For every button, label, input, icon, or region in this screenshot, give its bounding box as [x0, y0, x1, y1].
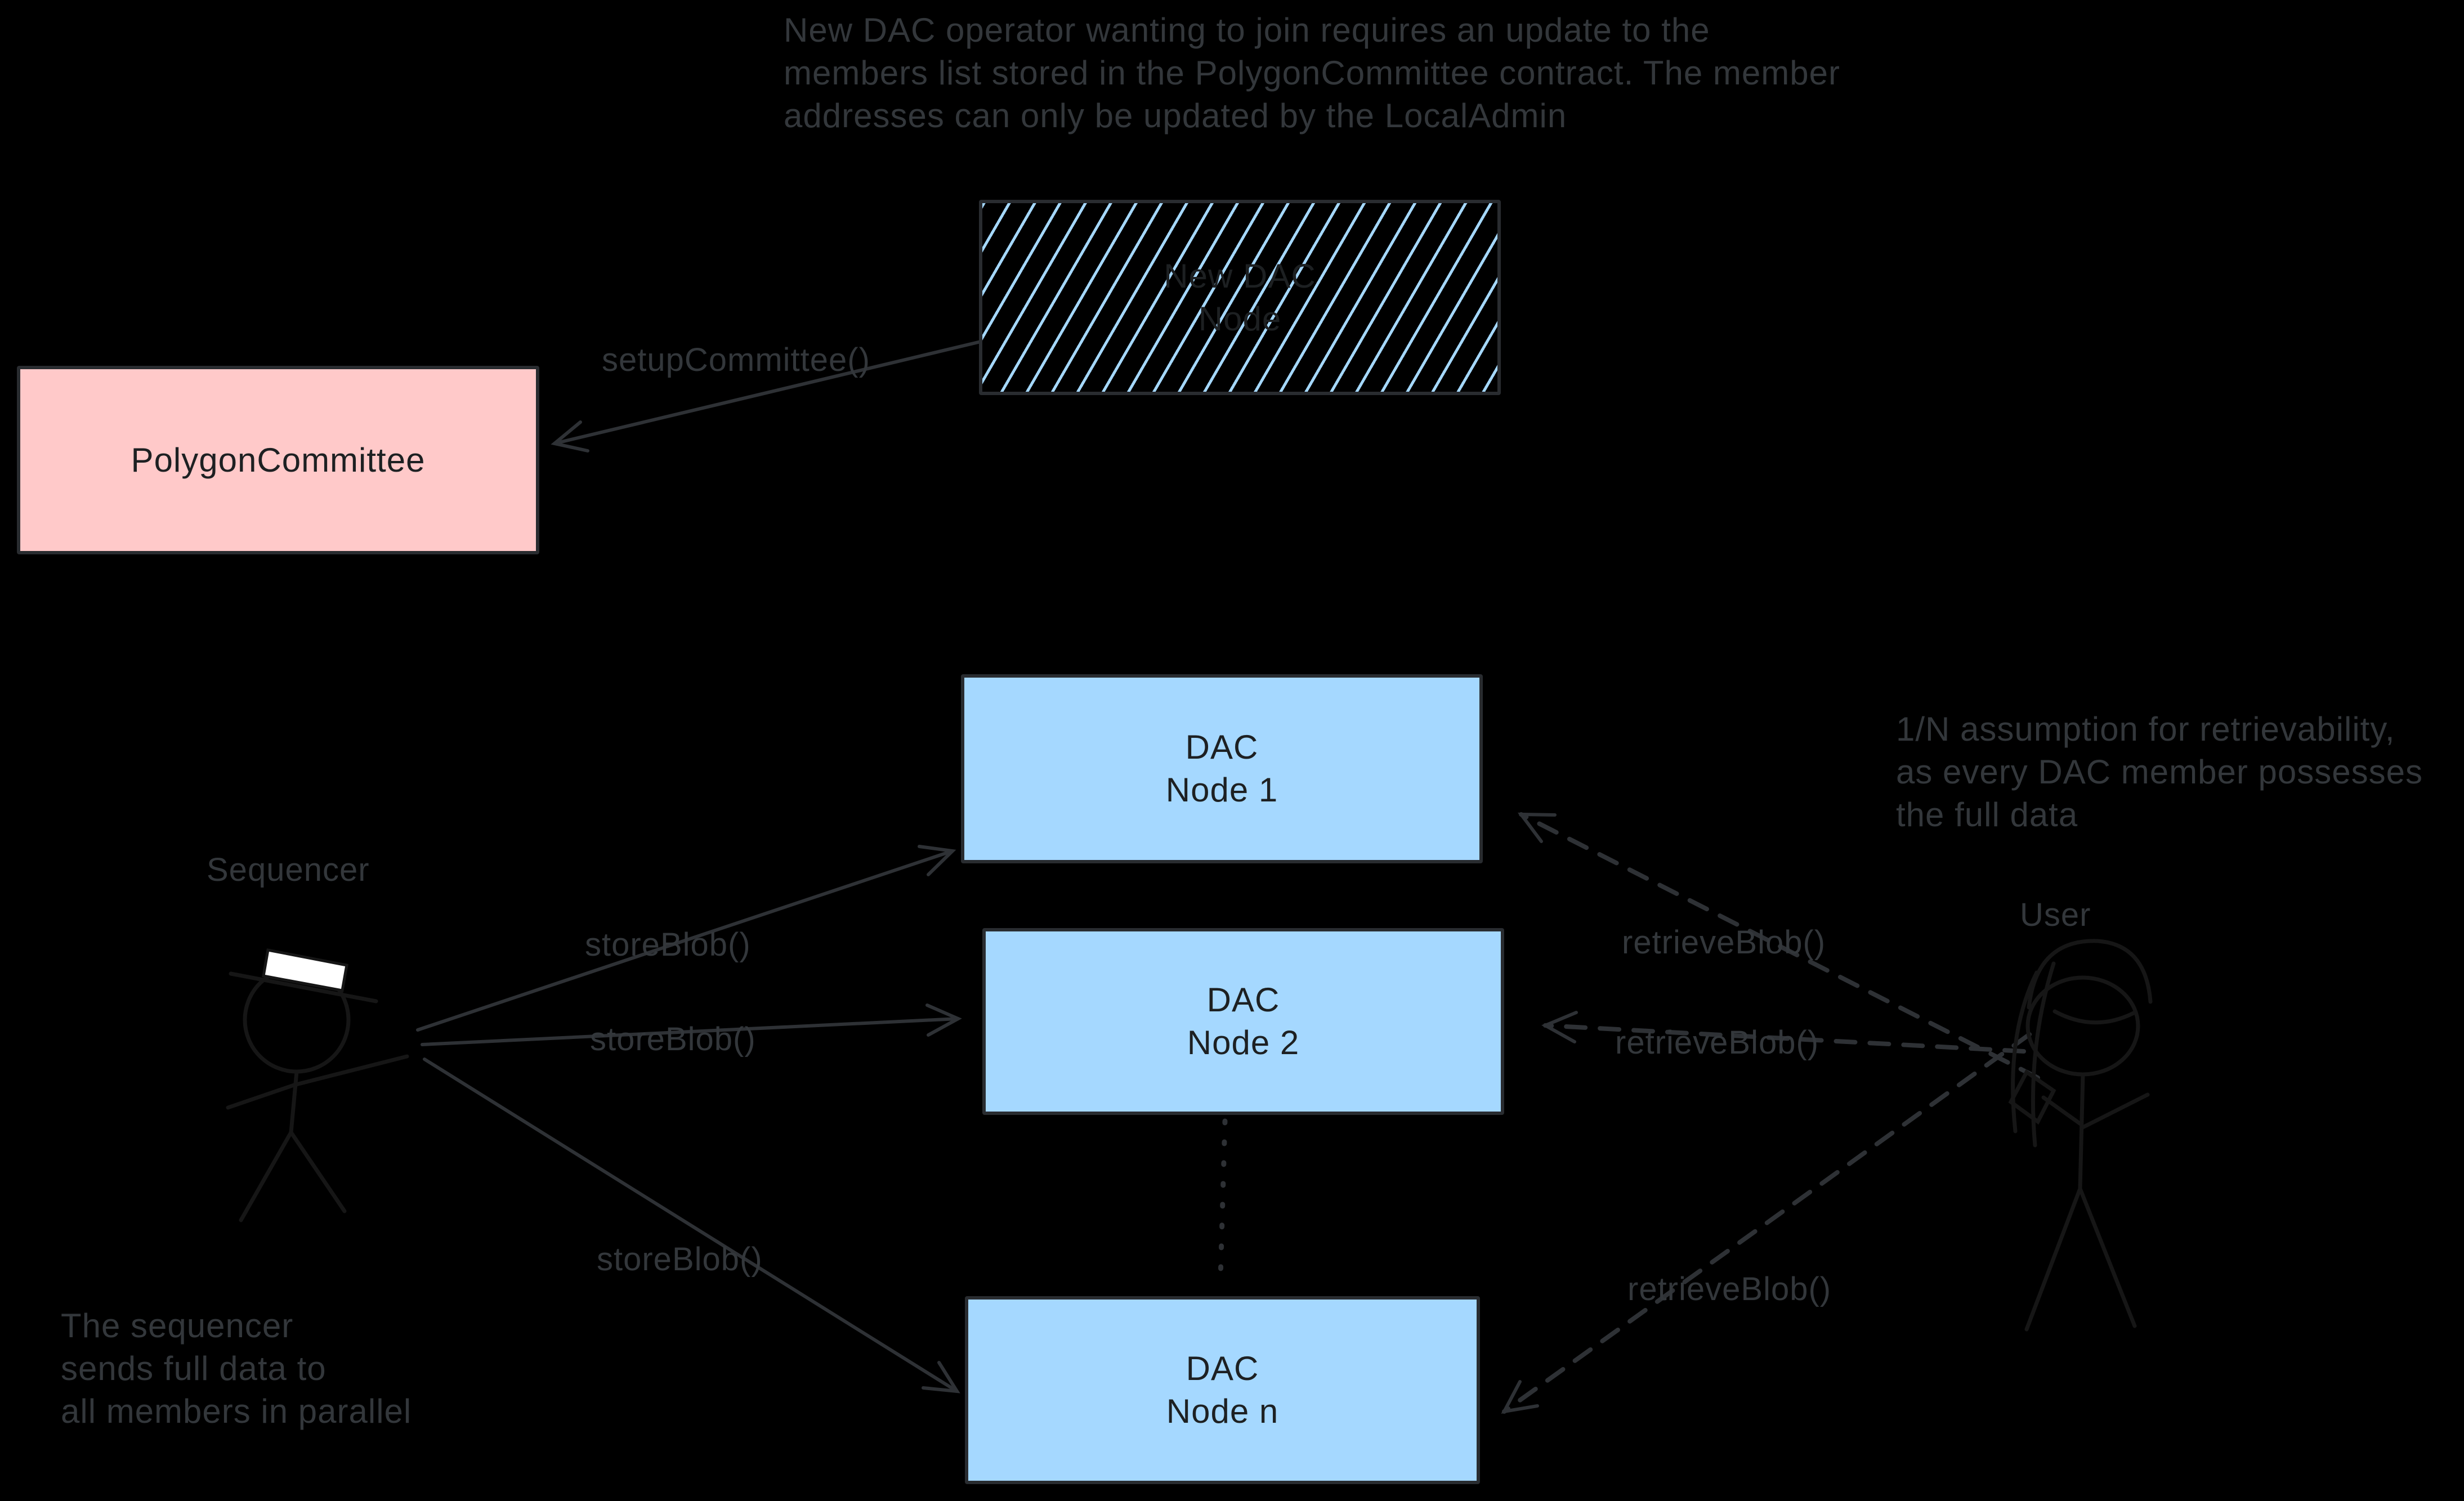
store-blob-arrow-node2: [421, 1003, 962, 1046]
retrieve-blob-arrow-noden: [1501, 1032, 2032, 1414]
polygon-committee-box: PolygonCommittee: [17, 366, 539, 554]
store-blob-arrow-node1: [416, 845, 956, 1032]
box-label-line: DAC: [1185, 728, 1259, 766]
retrieve-blob-arrow-node2: [1541, 1011, 2026, 1054]
retrieve-blob-label-2: retrieveBlob(): [1615, 1024, 1819, 1061]
retrieve-blob-label-1: retrieveBlob(): [1622, 924, 1826, 961]
note-line: sends full data to: [61, 1350, 327, 1387]
note-line: the full data: [1896, 796, 2078, 834]
box-label-line: DAC: [1206, 981, 1280, 1019]
store-blob-label-1: storeBlob(): [585, 926, 751, 963]
sequencer-hat-icon: [262, 948, 348, 992]
box-label-line: Node 1: [1165, 771, 1278, 809]
user-person-icon: [2008, 939, 2153, 1332]
dac-node-n-box: DAC Node n: [965, 1296, 1480, 1484]
box-label-line: PolygonCommittee: [131, 441, 426, 479]
box-label-line: DAC: [1186, 1350, 1259, 1387]
store-blob-label-n: storeBlob(): [597, 1241, 763, 1278]
retrievability-note: 1/N assumption for retrievability, as ev…: [1896, 708, 2423, 836]
note-line: The sequencer: [61, 1307, 294, 1345]
setup-committee-arrow: [551, 340, 982, 452]
box-label-line: Node n: [1166, 1392, 1279, 1430]
box-label-line: Node: [1198, 299, 1282, 338]
join-requirement-note: New DAC operator wanting to join require…: [784, 9, 1840, 137]
note-line: all members in parallel: [61, 1392, 412, 1430]
node-ellipsis-dotted-line: [1218, 1118, 1228, 1282]
new-dac-node-box: New DAC Node: [979, 200, 1501, 395]
store-blob-label-2: storeBlob(): [590, 1021, 756, 1058]
dac-node-2-box: DAC Node 2: [982, 928, 1504, 1115]
note-line: New DAC operator wanting to join require…: [784, 11, 1710, 49]
setup-committee-label: setupCommittee(): [602, 342, 870, 378]
sequencer-label: Sequencer: [207, 852, 370, 888]
parallel-broadcast-note: The sequencer sends full data to all mem…: [61, 1305, 412, 1433]
note-line: addresses can only be updated by the Loc…: [784, 97, 1567, 135]
box-label-line: Node 2: [1187, 1024, 1300, 1061]
box-label-line: New DAC: [1164, 257, 1316, 295]
retrieve-blob-label-n: retrieveBlob(): [1627, 1271, 1832, 1307]
dac-node-1-box: DAC Node 1: [961, 674, 1483, 863]
retrieve-blob-arrow-node1: [1517, 812, 2040, 1080]
store-blob-arrow-noden: [423, 1058, 960, 1394]
note-line: as every DAC member possesses: [1896, 753, 2423, 791]
note-line: 1/N assumption for retrievability,: [1896, 710, 2395, 748]
note-line: members list stored in the PolygonCommit…: [784, 54, 1840, 92]
user-label: User: [2020, 897, 2091, 933]
sequencer-person-icon: [226, 948, 409, 1222]
